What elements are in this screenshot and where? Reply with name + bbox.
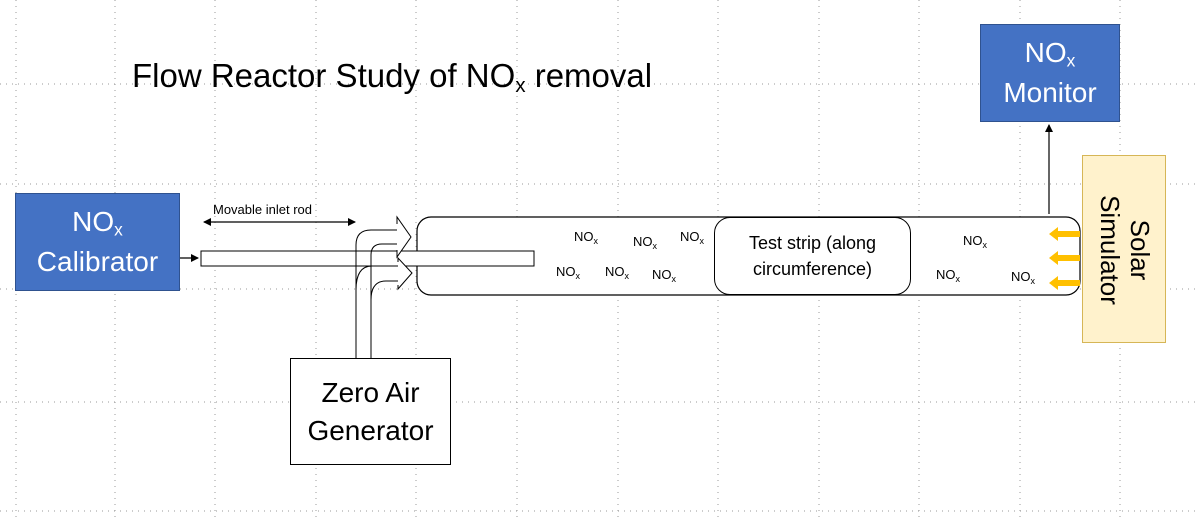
nox-label: NOx <box>574 229 598 246</box>
nox-label: NOx <box>963 233 987 250</box>
nox-calibrator-box: NOx Calibrator <box>15 193 180 291</box>
zero-air-generator-box: Zero Air Generator <box>290 358 451 465</box>
nox-label: NOx <box>556 264 580 281</box>
inlet-rod <box>200 250 535 267</box>
zero-air-feed-pipe <box>355 215 413 358</box>
nox-monitor-box: NOx Monitor <box>980 24 1120 122</box>
inlet-rod-label: Movable inlet rod <box>213 202 312 217</box>
title-text: Flow Reactor Study of NO <box>132 57 516 94</box>
solar-line1: Solar <box>1125 219 1155 281</box>
monitor-line1: NOx <box>1024 37 1076 71</box>
test-strip-box: Test strip (along circumference) <box>714 217 911 295</box>
test-strip-line1: Test strip (along <box>748 233 877 253</box>
calibrator-line1: NOx <box>72 206 123 240</box>
diagram-title: Flow Reactor Study of NOx removal <box>132 57 652 98</box>
title-subscript: x <box>515 74 526 98</box>
nox-label: NOx <box>1011 269 1035 286</box>
nox-label: NOx <box>633 234 657 251</box>
solar-light-arrows <box>1049 227 1080 290</box>
zero-air-line2: Generator <box>307 414 434 446</box>
zero-air-line1: Zero Air <box>321 376 420 408</box>
calibrator-line2: Calibrator <box>36 245 159 277</box>
test-strip-line2: circumference) <box>752 259 873 279</box>
solar-line2: Simulator <box>1095 195 1125 305</box>
solar-simulator-label: Solar Simulator <box>1095 156 1155 344</box>
nox-label: NOx <box>652 267 676 284</box>
nox-label: NOx <box>936 267 960 284</box>
nox-label: NOx <box>605 264 629 281</box>
nox-label: NOx <box>680 229 704 246</box>
monitor-line2: Monitor <box>1003 76 1097 108</box>
title-tail: removal <box>525 57 653 94</box>
solar-simulator-box: Solar Simulator <box>1082 155 1166 343</box>
